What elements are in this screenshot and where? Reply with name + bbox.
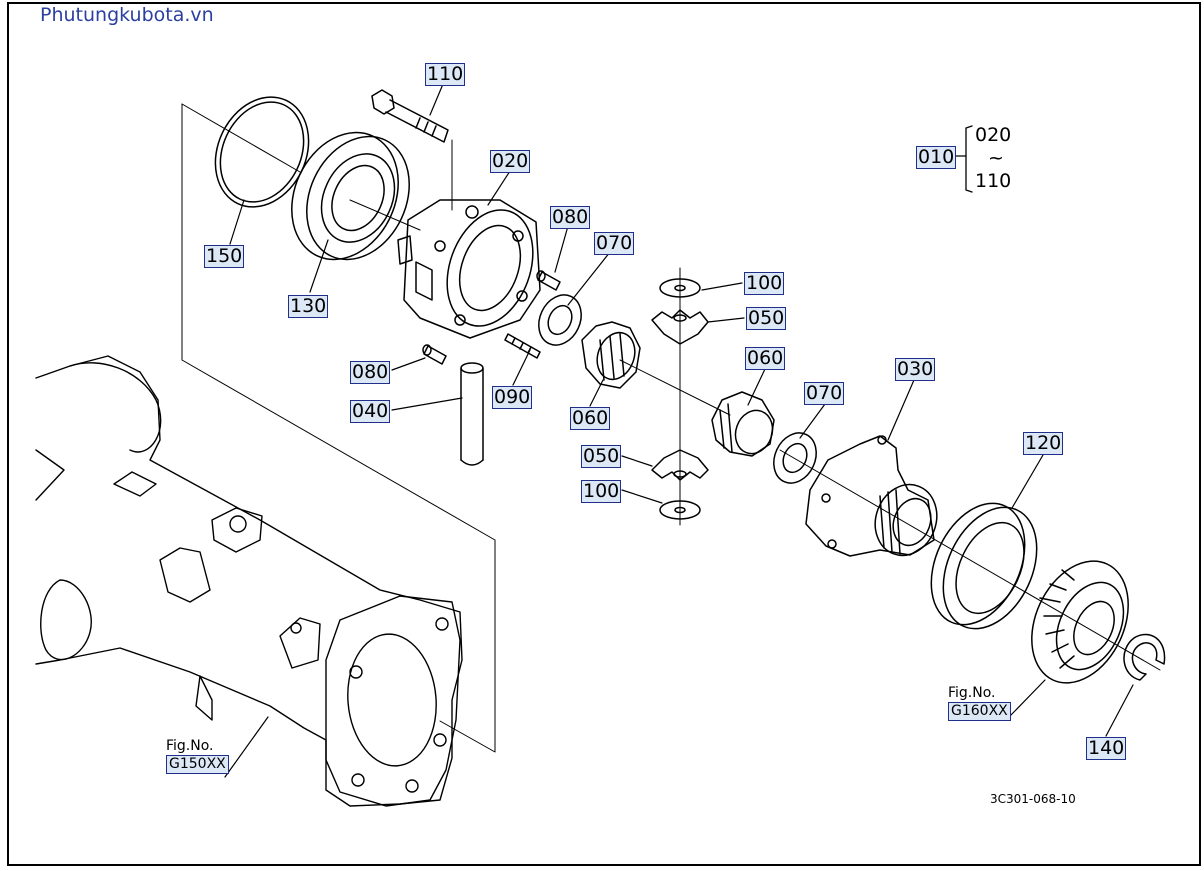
fig-ref-left-code[interactable]: G150XX bbox=[166, 755, 229, 774]
callout-150[interactable]: 150 bbox=[204, 245, 245, 268]
fig-ref-right: Fig.No. G160XX bbox=[948, 685, 1011, 721]
range-to: 110 bbox=[975, 170, 1012, 192]
side-gear-060-b bbox=[711, 391, 775, 457]
ring-gear bbox=[1031, 560, 1129, 684]
snap-ring-140 bbox=[1123, 633, 1166, 681]
spring-pin-090 bbox=[504, 333, 541, 359]
bearing-120 bbox=[930, 502, 1038, 630]
fig-ref-right-label: Fig.No. bbox=[948, 685, 996, 701]
watermark-text: Phutungkubota.vn bbox=[40, 4, 214, 26]
callout-020[interactable]: 020 bbox=[490, 150, 531, 173]
washer-070-a bbox=[538, 294, 582, 346]
shaft-040 bbox=[460, 362, 484, 466]
callout-070-lower[interactable]: 070 bbox=[804, 382, 845, 405]
callout-050-upper[interactable]: 050 bbox=[746, 307, 787, 330]
callout-040[interactable]: 040 bbox=[350, 400, 391, 423]
callout-120[interactable]: 120 bbox=[1023, 432, 1064, 455]
diff-case-020 bbox=[397, 199, 541, 339]
callout-060-lower[interactable]: 060 bbox=[570, 407, 611, 430]
leader-lines bbox=[224, 83, 1134, 778]
washer-070-b bbox=[773, 432, 817, 484]
callout-080-upper[interactable]: 080 bbox=[550, 206, 591, 229]
range-from: 020 bbox=[975, 124, 1012, 146]
callout-140[interactable]: 140 bbox=[1086, 737, 1127, 760]
pinion-gear-050-a bbox=[651, 309, 709, 345]
assembly-bracket-010 bbox=[955, 125, 973, 193]
callout-130[interactable]: 130 bbox=[288, 295, 329, 318]
pinion-gear-050-b bbox=[651, 449, 709, 481]
side-gear-060-a bbox=[581, 321, 641, 389]
range-tilde: ~ bbox=[988, 147, 1004, 169]
callout-060-upper[interactable]: 060 bbox=[745, 347, 786, 370]
page-border bbox=[7, 2, 1201, 866]
washer-100-a bbox=[659, 278, 701, 298]
drawing-code: 3C301-068-10 bbox=[990, 792, 1076, 806]
bolt-110 bbox=[371, 89, 449, 143]
axle-housing bbox=[35, 355, 463, 807]
callout-050-lower[interactable]: 050 bbox=[581, 445, 622, 468]
pin-080-b bbox=[422, 344, 447, 365]
callout-100-upper[interactable]: 100 bbox=[744, 272, 785, 295]
fig-ref-left: Fig.No. G150XX bbox=[166, 738, 229, 774]
callout-100-lower[interactable]: 100 bbox=[581, 480, 622, 503]
callout-010[interactable]: 010 bbox=[916, 146, 957, 169]
washer-100-b bbox=[659, 500, 701, 520]
callout-110[interactable]: 110 bbox=[425, 63, 466, 86]
pin-080-a bbox=[536, 270, 561, 291]
callout-080-lower[interactable]: 080 bbox=[350, 361, 391, 384]
assembly-axis bbox=[181, 103, 1161, 753]
hub-030 bbox=[805, 435, 938, 557]
callout-070-upper[interactable]: 070 bbox=[594, 232, 635, 255]
fig-ref-left-label: Fig.No. bbox=[166, 738, 214, 754]
callout-030[interactable]: 030 bbox=[895, 358, 936, 381]
callout-090[interactable]: 090 bbox=[492, 386, 533, 409]
bearing-130 bbox=[291, 131, 410, 261]
fig-ref-right-code[interactable]: G160XX bbox=[948, 702, 1011, 721]
